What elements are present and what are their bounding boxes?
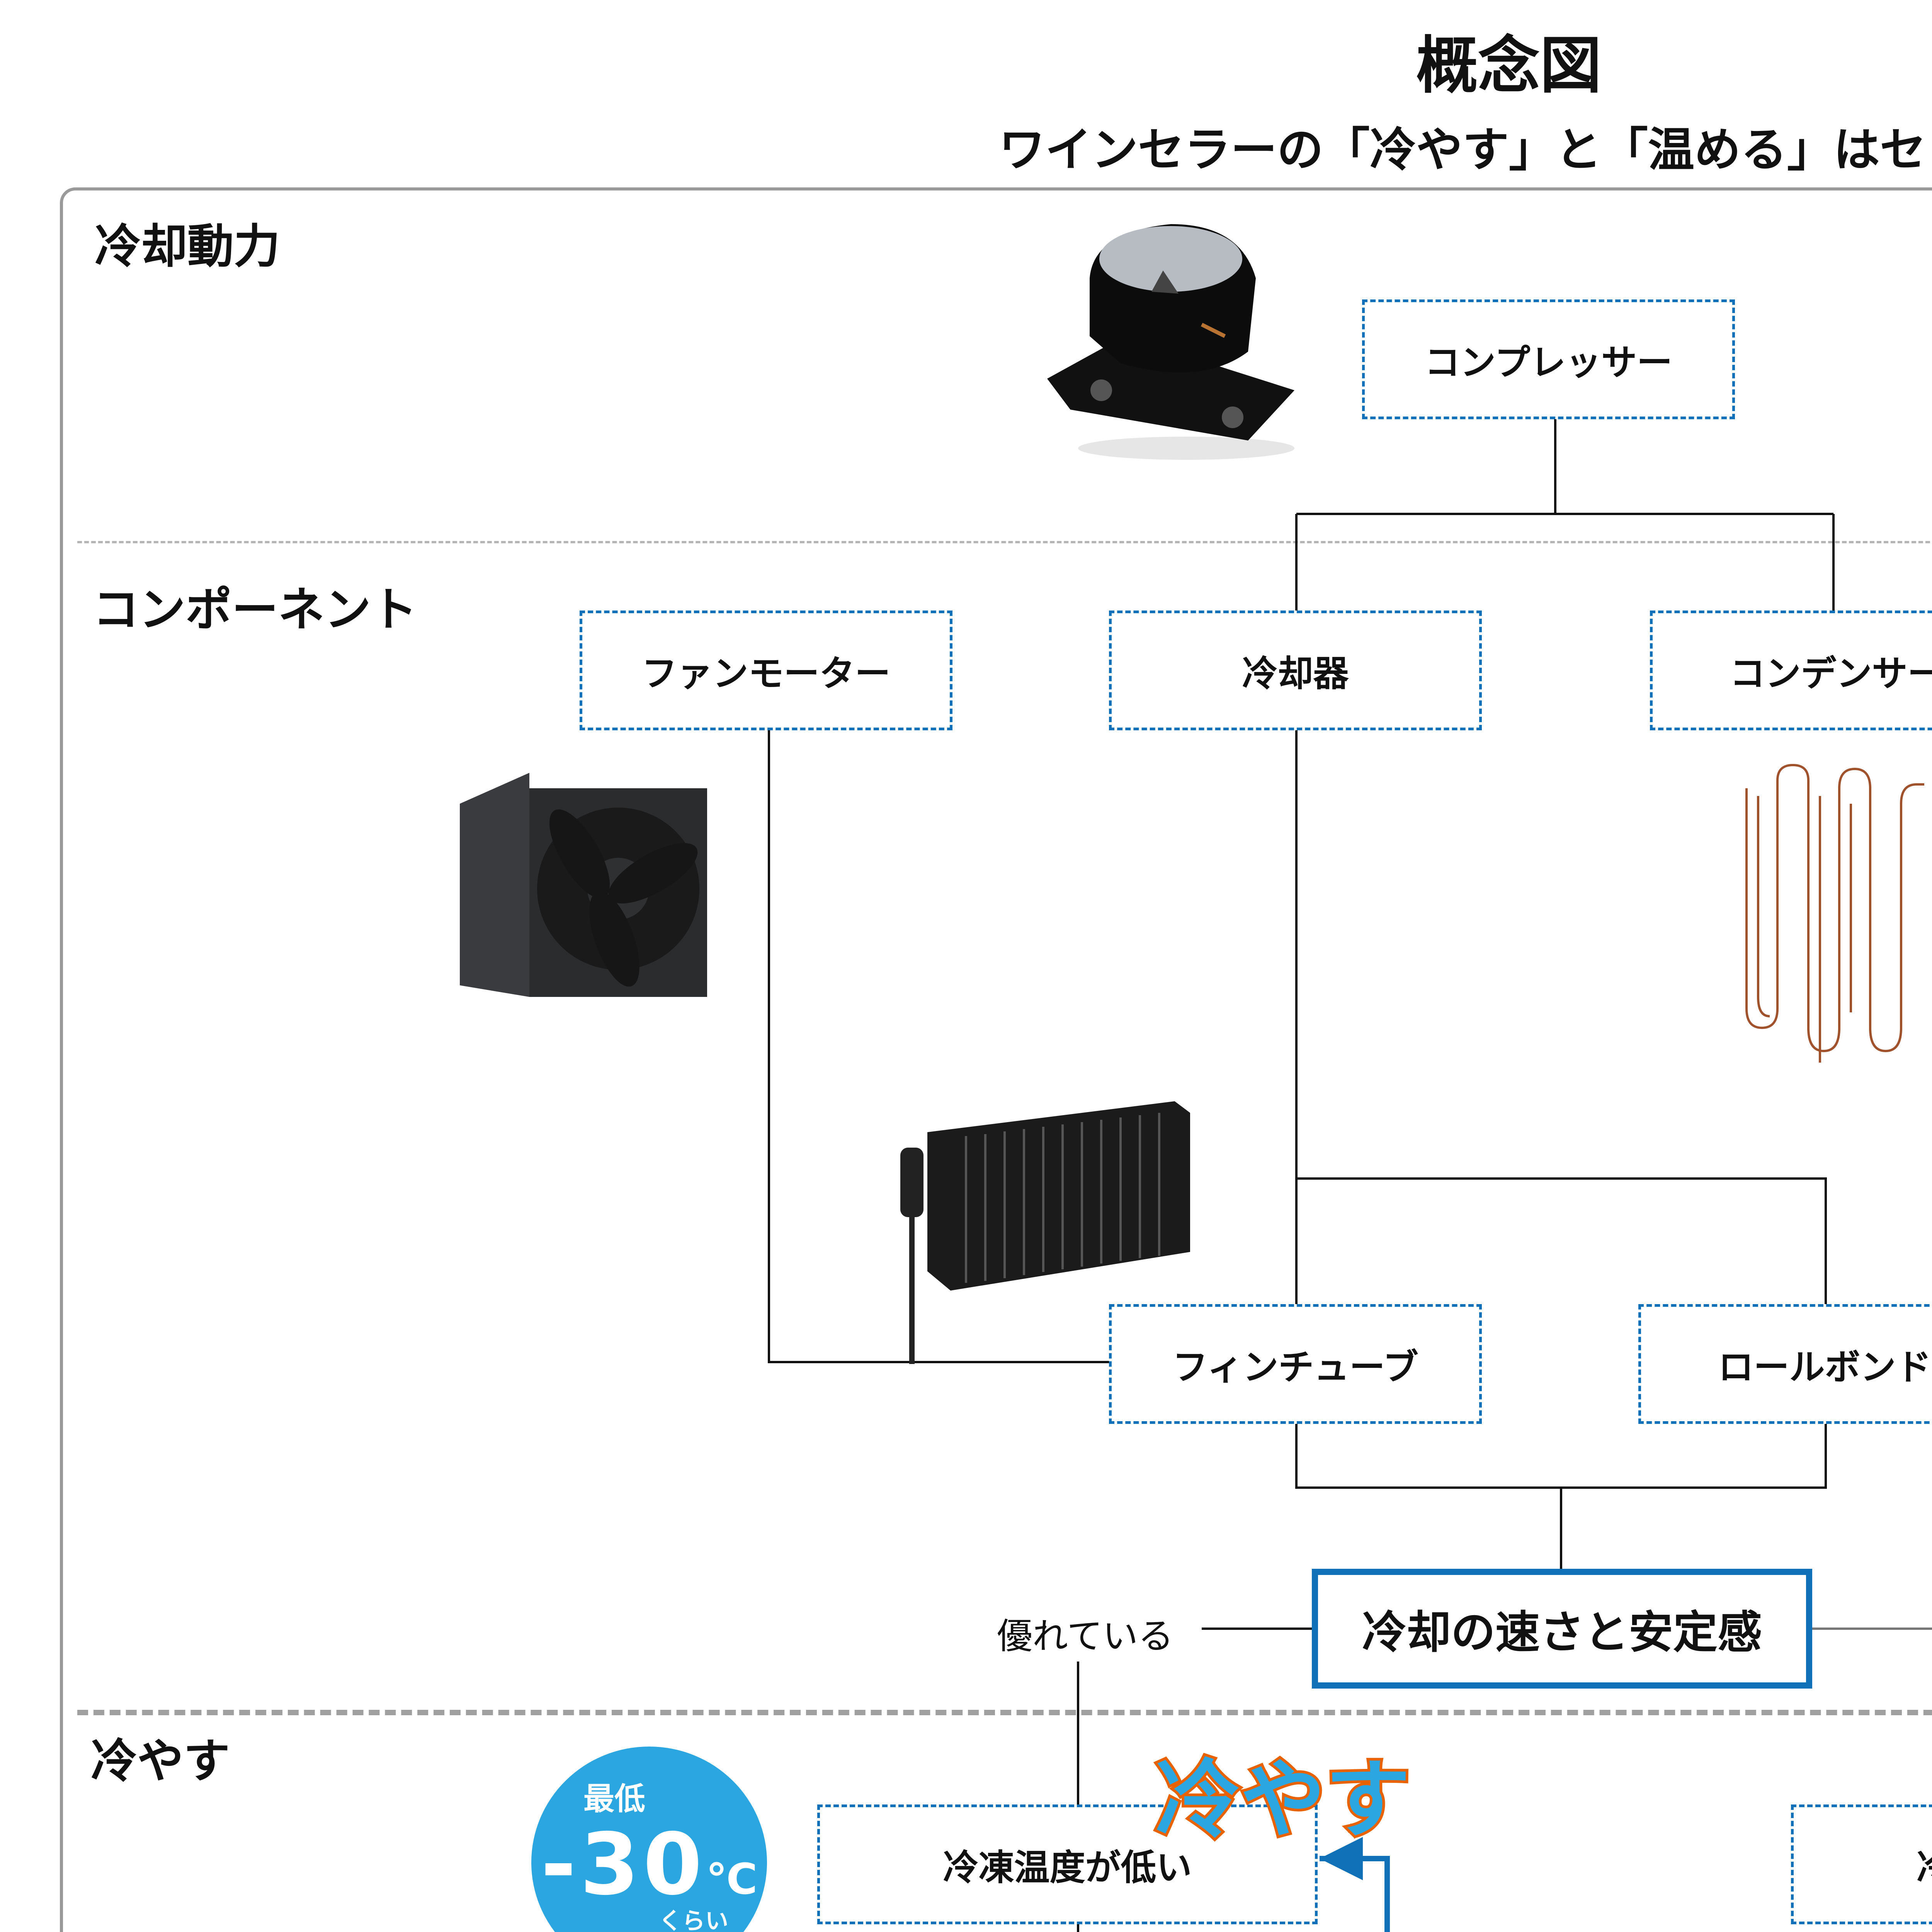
node-roll-bond[interactable]: ロールボンド [1638,1304,1932,1424]
section-cooling-power: 冷却動力 [95,220,280,274]
node-high-freeze-temp[interactable]: 冷凍温度が高い [1791,1804,1932,1924]
badge-suffix: くらい [659,1907,728,1932]
section-cool: 冷やす [91,1735,230,1788]
node-fin-tube[interactable]: フィンチューブ [1109,1304,1482,1424]
node-compressor[interactable]: コンプレッサー [1362,299,1735,419]
compressor-image [1024,209,1333,464]
fin-tube-image [896,1090,1198,1368]
node-fan-motor[interactable]: ファンモーター [580,611,952,730]
page-subtitle: ワインセラーの「冷やす」と「温める」はセット [999,123,1932,177]
min-temp-badge: 最低 -30 ℃ くらい [531,1747,767,1932]
node-condenser[interactable]: コンデンサー [1650,611,1932,730]
node-cooling-speed[interactable]: 冷却の速さと安定感 [1312,1569,1812,1689]
badge-value: -30 [541,1815,706,1914]
badge-unit: ℃ [706,1854,758,1904]
section-components: コンポーネント [93,583,417,637]
divider-cool [77,1710,1932,1715]
badge-label: 最低 [583,1781,645,1817]
page-title: 概念図 [1416,29,1602,102]
node-cooler[interactable]: 冷却器 [1109,611,1482,730]
label-excellent: 優れている [997,1616,1174,1657]
fan-motor-image [452,773,715,1009]
diagram-frame [60,187,1932,1932]
callout-cool: 冷やす [1153,1748,1413,1852]
node-low-freeze-temp[interactable]: 冷凍温度が低い [817,1804,1318,1924]
divider-components [77,541,1932,543]
condenser-image [1731,757,1932,1074]
